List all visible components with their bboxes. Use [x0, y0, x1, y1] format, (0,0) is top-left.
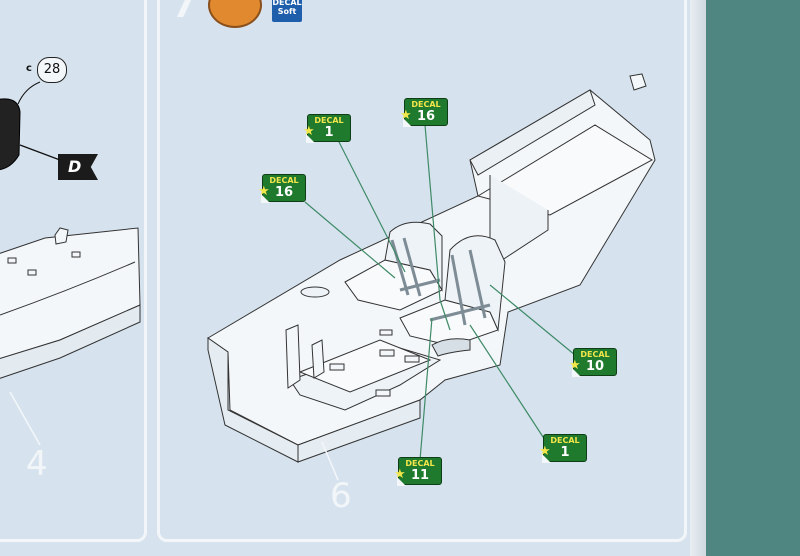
star-icon: ★: [394, 467, 406, 482]
part-number-badge: 28: [37, 57, 67, 83]
step-number-4: 4: [26, 444, 48, 484]
decal-callout-16-top: ★ DECAL 16: [400, 98, 448, 126]
left-fuselage-part: [0, 227, 141, 379]
part-letter: c: [26, 63, 32, 74]
cockpit-seats: [344, 221, 506, 357]
star-icon: ★: [303, 124, 315, 139]
decal-callout-16-left: ★ DECAL 16: [258, 174, 306, 202]
star-icon: ★: [400, 108, 412, 123]
decal-callout-11: ★ DECAL 11: [394, 457, 442, 485]
decal-soft-icon: DECAL Soft: [272, 0, 302, 22]
step-number-7: 7: [172, 0, 196, 26]
decal-callout-1-bottom: ★ DECAL 1: [539, 434, 587, 462]
star-icon: ★: [258, 184, 270, 199]
decal-callout-1-top: ★ DECAL 1: [303, 114, 351, 142]
seat-belts: [390, 237, 491, 326]
main-step-panel: [157, 0, 687, 542]
left-step-panel: [0, 0, 147, 542]
paper-edge: [690, 0, 706, 556]
decal-callout-10: ★ DECAL 10: [569, 348, 617, 376]
part-number-6: 6: [330, 476, 352, 516]
seat-back-part: [0, 98, 21, 171]
decal-leader-lines: [304, 124, 576, 461]
star-icon: ★: [539, 444, 551, 459]
star-icon: ★: [569, 358, 581, 373]
cockpit-assembly-drawing: [0, 73, 656, 481]
